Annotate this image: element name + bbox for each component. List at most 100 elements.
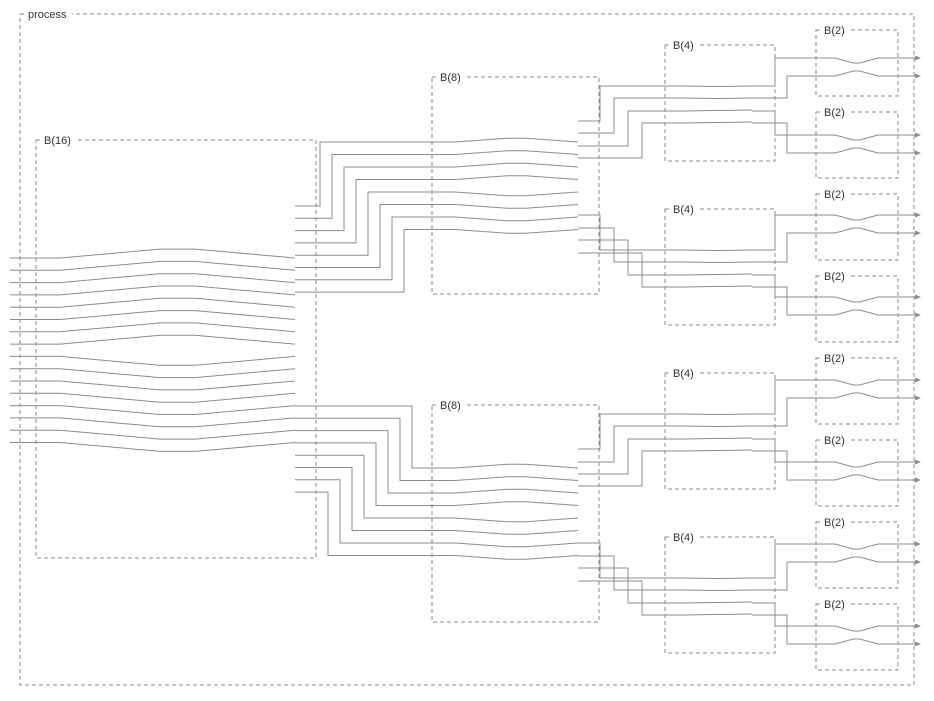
b8-wire: [454, 463, 579, 469]
b8-wire: [454, 175, 579, 180]
b16-wire: [59, 380, 296, 391]
connector-wire: [578, 425, 685, 463]
connector-wire: [578, 239, 685, 276]
output-arrow-icon: [915, 150, 921, 156]
connector-wire: [578, 450, 685, 487]
b4-wire: [684, 261, 753, 263]
block-b16-label: B(16): [44, 135, 71, 147]
block-b2-label: B(2): [824, 435, 845, 447]
b8-wire: [454, 488, 579, 494]
b2-wire: [834, 70, 879, 77]
connector-wire: [752, 614, 835, 645]
block-b2-label: B(2): [824, 107, 845, 119]
b2-wire: [834, 214, 879, 221]
b16-wire: [59, 405, 296, 415]
b4-wire: [684, 425, 753, 427]
connector-wire: [752, 122, 835, 154]
b2-wire: [834, 227, 879, 234]
connector-wire: [295, 154, 455, 219]
block-b2-3: B(2): [815, 187, 899, 261]
connector-wire: [295, 166, 455, 232]
b4-wire: [684, 97, 753, 99]
b2-wire: [834, 543, 879, 550]
b4-wire: [684, 577, 753, 579]
connector-wire: [752, 274, 835, 298]
output-arrow-icon: [915, 212, 921, 218]
b8-wire: [454, 191, 579, 197]
b8-wire: [454, 204, 579, 209]
b2-wire: [834, 392, 879, 399]
connector-wire: [295, 417, 455, 481]
b8-wire: [454, 542, 579, 548]
block-b2-6: B(2): [815, 433, 899, 507]
connector-wire: [752, 543, 835, 579]
output-arrow-icon: [915, 132, 921, 138]
block-b8-top: B(8): [431, 70, 600, 295]
b8-wire: [454, 501, 579, 506]
connector-wire: [578, 413, 685, 450]
b2-wire: [834, 379, 879, 386]
block-b8-label: B(8): [440, 72, 461, 84]
b4-wire: [684, 273, 753, 276]
connector-wire: [295, 191, 455, 256]
output-arrow-icon: [915, 477, 921, 483]
block-b2-label: B(2): [824, 599, 845, 611]
block-b2-label: B(2): [824, 189, 845, 201]
b16-wire: [59, 322, 296, 333]
b2-wire: [834, 296, 879, 303]
output-arrow-icon: [915, 541, 921, 547]
connector-wire: [578, 252, 685, 288]
wires-layer: [10, 55, 921, 647]
b16-wire: [59, 392, 296, 403]
connector-wire: [295, 454, 455, 519]
connector-wire: [752, 214, 835, 251]
b4-wire: [684, 285, 753, 288]
connector-wire: [578, 567, 685, 604]
b4-wire: [684, 613, 753, 616]
connector-wire: [752, 286, 835, 316]
b16-wire: [59, 334, 296, 345]
block-b2-7: B(2): [815, 515, 899, 589]
connector-wire: [295, 179, 455, 244]
output-arrow-icon: [915, 55, 921, 61]
connector-wire: [752, 397, 835, 427]
process-label: process: [28, 9, 67, 21]
connector-wire: [295, 467, 455, 531]
connector-wire: [578, 85, 685, 122]
b16-wire: [59, 368, 296, 379]
b4-wire: [684, 413, 753, 415]
b8-wire: [454, 150, 579, 155]
connector-wire: [295, 229, 455, 293]
b2-wire: [834, 556, 879, 563]
block-b4-1: B(4): [664, 38, 776, 162]
connector-wire: [578, 214, 685, 251]
b2-wire: [834, 474, 879, 481]
connector-wire: [752, 379, 835, 415]
block-b8-bottom: B(8): [431, 398, 600, 623]
block-b16: B(16): [35, 133, 317, 559]
b16-wire: [59, 248, 296, 259]
connector-wire: [752, 57, 835, 87]
b4-wire: [684, 121, 753, 124]
block-b4-label: B(4): [673, 40, 694, 52]
b16-wire: [59, 297, 296, 308]
output-arrow-icon: [915, 623, 921, 629]
b8-wire: [454, 229, 579, 234]
block-b4-label: B(4): [673, 204, 694, 216]
b2-wire: [834, 638, 879, 645]
b4-wire: [684, 109, 753, 112]
b2-wire: [834, 147, 879, 154]
block-b2-8: B(2): [815, 597, 899, 671]
block-b2-label: B(2): [824, 517, 845, 529]
connector-wire: [578, 580, 685, 616]
b2-wire: [834, 134, 879, 141]
output-arrow-icon: [915, 559, 921, 565]
b8-wire: [454, 162, 579, 168]
b16-wire: [59, 442, 296, 452]
b8-wire: [454, 137, 579, 143]
b16-wire: [59, 260, 296, 271]
connector-wire: [752, 561, 835, 591]
b16-wire: [59, 310, 296, 320]
connector-wire: [295, 479, 455, 544]
